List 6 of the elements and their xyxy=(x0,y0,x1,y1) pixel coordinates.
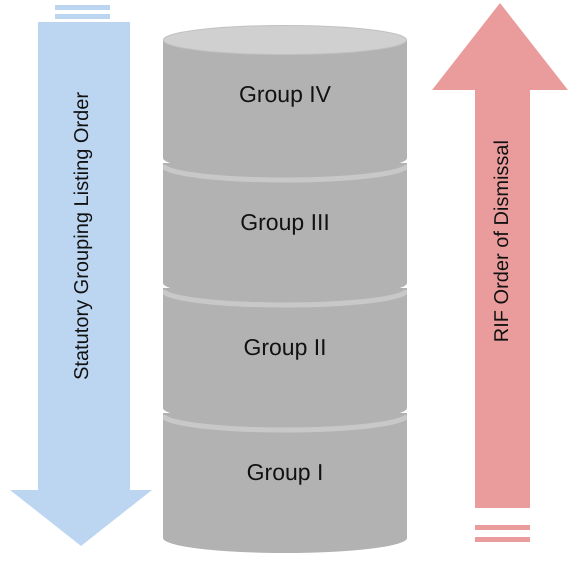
segment-label: Group III xyxy=(239,209,331,236)
arrow-label: RIF Order of Dismissal xyxy=(491,140,514,342)
segment-label: Group IV xyxy=(238,81,332,108)
arrow-label: Statutory Grouping Listing Order xyxy=(71,92,94,380)
segment-label: Group I xyxy=(246,459,324,486)
segment-label: Group II xyxy=(242,334,328,361)
